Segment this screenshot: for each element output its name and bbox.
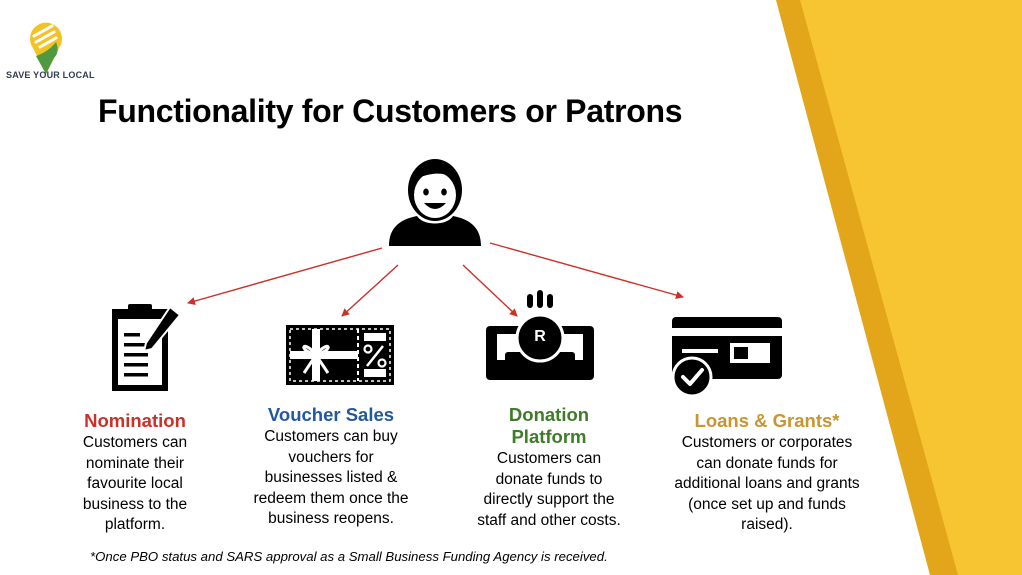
feature-description: Customers can buy vouchers for businesse… [253,428,409,527]
feature-heading: Voucher Sales [267,404,395,425]
logo-icon [30,22,63,74]
feature-donation-platform: Donation Platform Customers can donate f… [456,404,642,531]
arrow-to-nomination [187,247,383,305]
arrow-to-loans [489,242,684,299]
coin-label: R [534,328,546,345]
feature-heading: Nomination [84,410,186,431]
credit-card-check-icon [671,317,782,397]
feature-voucher-sales: Voucher Sales Customers can buy vouchers… [238,404,424,530]
feature-description: Customers can nominate their favourite l… [82,434,188,533]
footnote: *Once PBO status and SARS approval as a … [90,549,608,564]
clipboard-icon [112,304,182,391]
person-icon [389,159,481,246]
gift-voucher-icon [286,325,394,385]
donation-coin-icon [486,290,594,380]
arrow-to-donation [462,264,518,317]
feature-heading: Loans & Grants* [694,410,840,431]
feature-heading: Donation Platform [508,404,590,447]
arrow-to-voucher [341,264,399,317]
logo-text: SAVE YOUR LOCAL [6,70,95,80]
feature-nomination: Nomination Customers can nominate their … [46,410,224,536]
feature-description: Customers can donate funds to directly s… [477,450,621,529]
feature-loans-grants: Loans & Grants* Customers or corporates … [660,410,874,536]
feature-description: Customers or corporates can donate funds… [674,434,860,533]
page-title: Functionality for Customers or Patrons [98,93,683,129]
